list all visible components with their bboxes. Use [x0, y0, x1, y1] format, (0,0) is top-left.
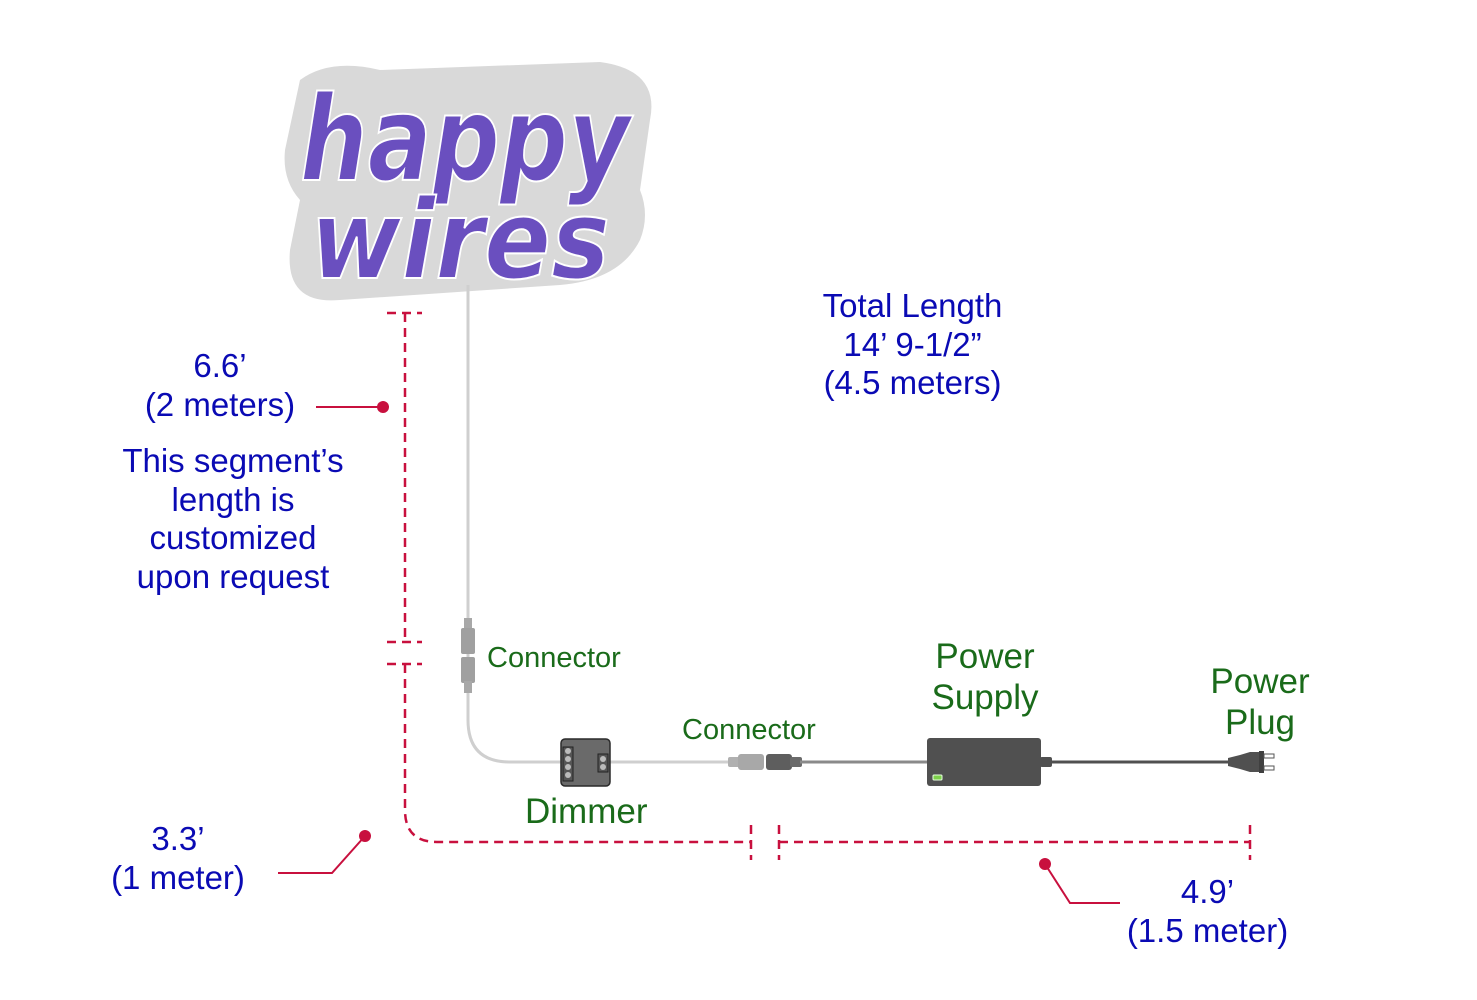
segment-1-note-line: length is — [171, 480, 295, 518]
logo: happy wires — [284, 62, 652, 305]
segment-1-note-line: customized — [149, 519, 317, 557]
segment-1-note: This segment’s length is customized upon… — [80, 442, 386, 596]
leader-segment-3 — [1044, 863, 1120, 904]
power-plug-label: Power Plug — [1195, 662, 1325, 744]
segment-3-metric: (1.5 meter) — [1126, 911, 1289, 949]
segment-2-metric: (1 meter) — [111, 858, 245, 896]
segment-3-imperial: 4.9’ — [1180, 873, 1235, 910]
leader-dot-1 — [377, 401, 389, 413]
leader-dot-3 — [1039, 858, 1051, 870]
segment-1-label: 6.6’ (2 meters) — [120, 347, 320, 424]
power-plug-icon — [1228, 751, 1275, 773]
power-plug-label-line: Plug — [1224, 702, 1296, 742]
power-plug-label-line: Power — [1210, 662, 1310, 701]
segment-3-label: 4.9’ (1.5 meter) — [1105, 873, 1310, 950]
leader-dot-2 — [359, 830, 371, 842]
segment-2-label: 3.3’ (1 meter) — [88, 820, 268, 897]
dimension-lines — [387, 311, 1252, 860]
sign-wire — [466, 285, 740, 764]
power-supply-label-line: Power — [935, 637, 1035, 676]
connector-2-icon — [728, 754, 802, 770]
total-length-title: Total Length — [822, 287, 1003, 324]
logo-line-happy: happy — [300, 70, 634, 208]
total-length-label: Total Length 14’ 9-1/2” (4.5 meters) — [780, 287, 1045, 403]
segment-1-metric: (2 meters) — [144, 385, 296, 423]
power-supply-icon — [927, 738, 1052, 786]
segment-2-imperial: 3.3’ — [151, 820, 205, 857]
dimmer-label: Dimmer — [525, 792, 648, 831]
total-length-imperial: 14’ 9-1/2” — [843, 325, 982, 363]
total-length-metric: (4.5 meters) — [823, 364, 1002, 402]
dimmer-icon — [560, 738, 611, 787]
power-supply-label: Power Supply — [915, 637, 1055, 719]
connector-1-label: Connector — [487, 642, 621, 674]
connector-2-label: Connector — [682, 714, 816, 746]
leader-lines — [278, 406, 1120, 904]
logo-backing — [284, 62, 652, 301]
logo-line-wires: wires — [310, 176, 610, 304]
connector-1-icon — [461, 618, 475, 693]
leader-segment-2 — [278, 835, 366, 874]
segment-1-note-line: This segment’s — [122, 442, 344, 479]
power-supply-label-line: Supply — [931, 677, 1039, 717]
segment-1-imperial: 6.6’ — [193, 347, 247, 384]
segment-1-note-line: upon request — [136, 557, 330, 595]
dim-segment-2 — [403, 664, 752, 844]
